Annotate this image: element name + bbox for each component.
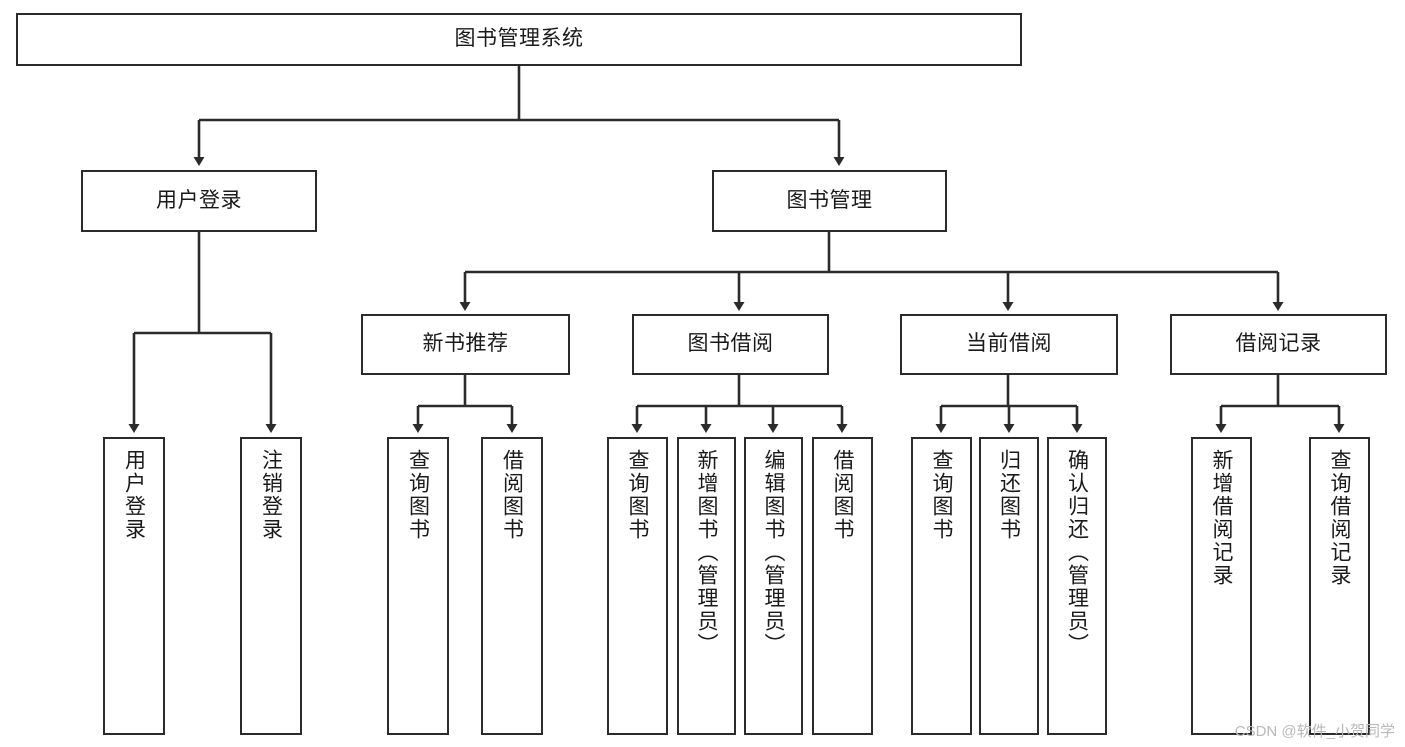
node-current-borrow[interactable]: 当前借阅	[900, 314, 1118, 375]
leaf-user-login[interactable]: 用户登录	[103, 437, 165, 735]
leaf-query-book-3[interactable]: 查询图书	[911, 437, 972, 735]
node-book-borrow-label: 图书借阅	[687, 332, 774, 356]
node-borrow-record-label: 借阅记录	[1235, 332, 1322, 356]
node-root[interactable]: 图书管理系统	[16, 13, 1022, 66]
node-book-management-label: 图书管理	[786, 188, 873, 212]
leaf-logout-login-label: 注销登录	[259, 449, 283, 541]
leaf-add-book[interactable]: 新增图书（管理员）	[677, 437, 736, 735]
node-root-label: 图书管理系统	[454, 27, 584, 51]
leaf-edit-book-label: 编辑图书（管理员）	[762, 449, 785, 656]
leaf-edit-book[interactable]: 编辑图书（管理员）	[744, 437, 803, 735]
leaf-query-book-2-label: 查询图书	[626, 449, 649, 541]
leaf-add-record-label: 新增借阅记录	[1210, 449, 1233, 587]
leaf-borrow-book-1-label: 借阅图书	[500, 449, 524, 541]
leaf-query-record-label: 查询借阅记录	[1328, 449, 1351, 587]
leaf-confirm-return-label: 确认归还（管理员）	[1065, 449, 1089, 656]
leaf-query-book-2[interactable]: 查询图书	[607, 437, 668, 735]
node-user-login-label: 用户登录	[156, 188, 242, 212]
node-new-book-recommend[interactable]: 新书推荐	[361, 314, 570, 375]
leaf-return-book[interactable]: 归还图书	[979, 437, 1039, 735]
node-new-book-recommend-label: 新书推荐	[422, 332, 509, 356]
node-current-borrow-label: 当前借阅	[966, 332, 1052, 356]
node-book-borrow[interactable]: 图书借阅	[632, 314, 829, 375]
leaf-user-login-label: 用户登录	[122, 449, 146, 541]
leaf-add-record[interactable]: 新增借阅记录	[1191, 437, 1252, 735]
leaf-logout-login[interactable]: 注销登录	[240, 437, 302, 735]
node-user-login[interactable]: 用户登录	[81, 170, 317, 232]
leaf-add-book-label: 新增图书（管理员）	[695, 449, 718, 656]
leaf-borrow-book-2[interactable]: 借阅图书	[812, 437, 873, 735]
leaf-query-book-1[interactable]: 查询图书	[387, 437, 449, 735]
node-book-management[interactable]: 图书管理	[712, 170, 947, 232]
node-borrow-record[interactable]: 借阅记录	[1170, 314, 1387, 375]
leaf-borrow-book-2-label: 借阅图书	[831, 449, 854, 541]
leaf-confirm-return[interactable]: 确认归还（管理员）	[1047, 437, 1107, 735]
leaf-borrow-book-1[interactable]: 借阅图书	[481, 437, 543, 735]
watermark: CSDN @软件_小贺同学	[1234, 723, 1395, 740]
leaf-query-book-1-label: 查询图书	[406, 449, 430, 541]
leaf-query-record[interactable]: 查询借阅记录	[1309, 437, 1370, 735]
leaf-return-book-label: 归还图书	[997, 449, 1021, 541]
leaf-query-book-3-label: 查询图书	[930, 449, 953, 541]
